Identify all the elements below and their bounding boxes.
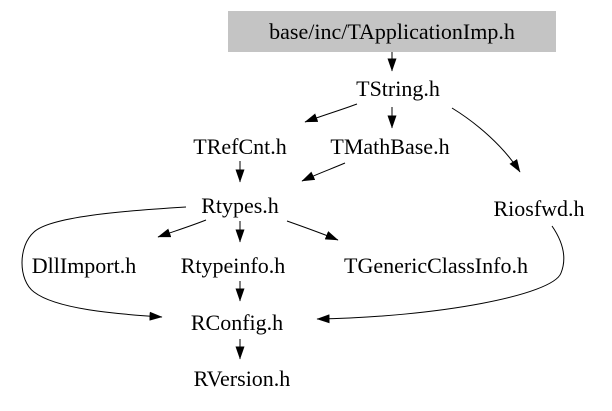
edge-rtypes-to-rconfig <box>21 206 187 321</box>
node-dllimport-h[interactable]: DllImport.h <box>31 253 137 278</box>
node-rconfig-h[interactable]: RConfig.h <box>190 310 284 335</box>
edge-rtypes-to-dllimport <box>157 219 207 238</box>
node-tgenericclassinfo-h[interactable]: TGenericClassInfo.h <box>344 253 528 278</box>
edge-rtypes-to-tgenericclassinfo <box>286 220 339 241</box>
node-riosfwd-h[interactable]: Riosfwd.h <box>493 196 585 221</box>
edge-tmathbase-to-rtypes <box>301 162 346 182</box>
edge-tstring-to-riosfwd <box>451 107 521 173</box>
node-trefcnt-h[interactable]: TRefCnt.h <box>193 134 287 159</box>
edge-riosfwd-to-rconfig <box>316 225 565 324</box>
edge-tstring-to-trefcnt <box>304 103 358 123</box>
node-base-inc-tapplicationimp-h: base/inc/TApplicationImp.h <box>228 11 556 52</box>
node-rtypes-h[interactable]: Rtypes.h <box>201 193 279 218</box>
node-rtypeinfo-h[interactable]: Rtypeinfo.h <box>180 253 286 278</box>
node-tstring-h[interactable]: TString.h <box>356 76 440 101</box>
node-tmathbase-h[interactable]: TMathBase.h <box>330 134 450 159</box>
node-rversion-h[interactable]: RVersion.h <box>193 366 291 391</box>
